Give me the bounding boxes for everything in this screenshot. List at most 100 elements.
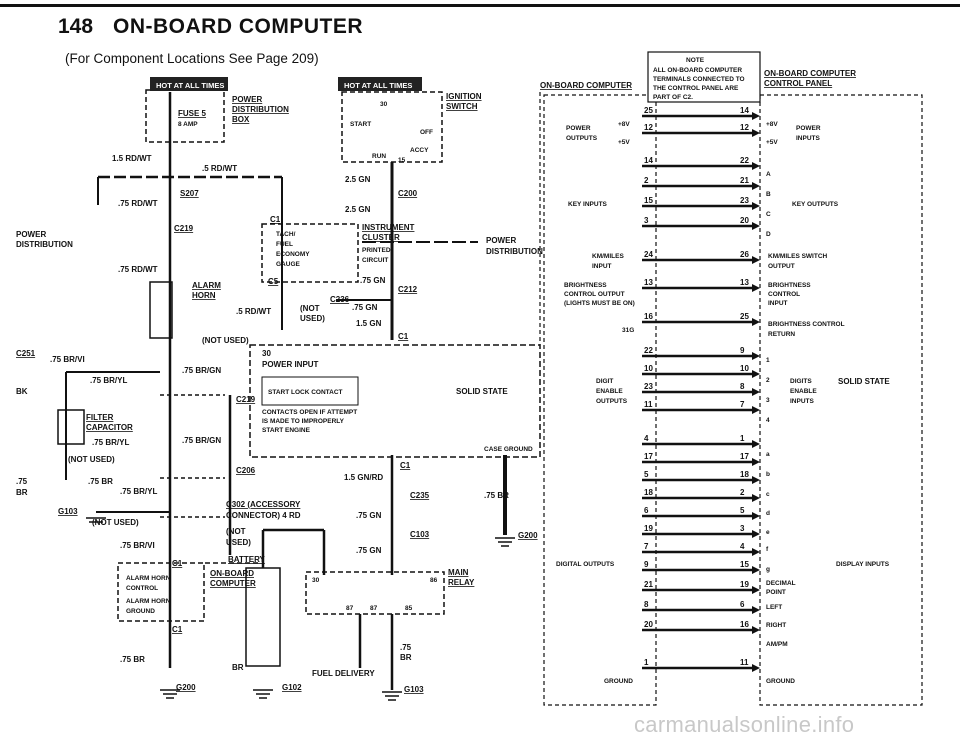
km-output-2: OUTPUT [768, 263, 795, 270]
digit-num-4: 4 [766, 417, 770, 424]
c219-label: C219 [174, 224, 194, 233]
wire-15gnrd: 1.5 GN/RD [344, 473, 383, 482]
wire-15rdwt: 1.5 RD/WT [112, 154, 152, 163]
page-subtitle: (For Component Locations See Page 209) [65, 51, 319, 66]
header-rule [0, 4, 960, 7]
note-line-1: ALL ON-BOARD COMPUTER [653, 67, 742, 74]
cluster-item-1: TACH/ [276, 231, 296, 238]
pin-left: 3 [644, 216, 649, 225]
digits-in-1: DIGITS [790, 378, 812, 385]
cluster-item-4: GAUGE [276, 261, 301, 268]
hot-label-2: HOT AT ALL TIMES [344, 81, 412, 90]
pin-right: 16 [740, 620, 749, 629]
pin-right: 18 [740, 470, 749, 479]
g103a-label: G103 [58, 507, 78, 516]
page-number: 148 [58, 15, 94, 38]
right-right-title-1: ON-BOARD COMPUTER [764, 69, 856, 78]
power-input: POWER INPUT [262, 360, 319, 369]
onboard-1: ON-BOARD [210, 569, 254, 578]
pdb-line-3: BOX [232, 115, 250, 124]
switch-start: START [350, 121, 371, 128]
c302-1: C302 (ACCESSORY [226, 500, 301, 509]
wire-75br-fd-2: BR [400, 653, 412, 662]
seg-e: e [766, 529, 770, 536]
bright-out-3: (LIGHTS MUST BE ON) [564, 300, 635, 307]
switch-run: RUN [372, 153, 386, 160]
c1-top-label: C1 [270, 215, 281, 224]
not-used-b2: USED) [300, 314, 325, 323]
br-label: BR [232, 663, 244, 672]
switch-term-15: 15 [398, 157, 406, 164]
key-letter-a: A [766, 171, 771, 178]
pin-right: 13 [740, 278, 749, 287]
km-input-1: KM/MILES [592, 253, 624, 260]
fuse-label: FUSE 5 [178, 109, 207, 118]
arrow-icon [752, 162, 760, 170]
pin-right: 10 [740, 364, 749, 373]
not-used-b: (NOT [300, 304, 320, 313]
note-line-4: PART OF C2. [653, 94, 693, 101]
arrow-icon [752, 129, 760, 137]
c302-2: CONNECTOR) 4 RD [226, 511, 301, 520]
pin-left: 18 [644, 488, 653, 497]
pd-left-2: DISTRIBUTION [16, 240, 73, 249]
wire-75rdwt-a: .75 RD/WT [118, 199, 158, 208]
alarm-box-1: ALARM HORN [126, 575, 171, 582]
arrow-icon [752, 112, 760, 120]
arrow-icon [752, 476, 760, 484]
pin-right: 4 [740, 542, 745, 551]
digit-num-2: 2 [766, 377, 770, 384]
case-ground: CASE GROUND [484, 446, 533, 453]
power-outputs-1: POWER [566, 125, 591, 132]
pd-right-1: POWER [486, 236, 516, 245]
control-panel-box [759, 94, 923, 706]
pc-line-2: CIRCUIT [362, 257, 388, 264]
terminal-30: 30 [262, 349, 271, 358]
pdb-line-2: DISTRIBUTION [232, 105, 289, 114]
pin-left: 11 [644, 400, 653, 409]
volts-8-left: +8V [618, 121, 630, 128]
fuel-delivery: FUEL DELIVERY [312, 669, 375, 678]
contacts-1: CONTACTS OPEN IF ATTEMPT [262, 409, 357, 416]
not-used-d: (NOT USED) [92, 518, 139, 527]
arrow-icon [752, 256, 760, 264]
pd-left-1: POWER [16, 230, 46, 239]
digit-num-3: 3 [766, 397, 770, 404]
pin-left: 21 [644, 580, 653, 589]
pin-right: 25 [740, 312, 749, 321]
relay-term-86: 86 [430, 577, 438, 584]
wire-75brgn-a: .75 BR/GN [182, 366, 221, 375]
onboard-computer-right-box [543, 94, 657, 706]
switch-accy: ACCY [410, 147, 429, 154]
pdb-line-1: POWER [232, 95, 262, 104]
seg-f: f [766, 546, 769, 553]
c219b-label: C219 [236, 395, 256, 404]
arrow-icon [752, 566, 760, 574]
pin-right: 6 [740, 600, 745, 609]
arrow-icon [752, 512, 760, 520]
disp-point: POINT [766, 589, 786, 596]
c103-label: C103 [410, 530, 430, 539]
c1-mid: C1 [400, 461, 411, 470]
digits-in-2: ENABLE [790, 388, 817, 395]
pin-right: 26 [740, 250, 749, 259]
wire-25gn-a: 2.5 GN [345, 175, 371, 184]
c200-label: C200 [398, 189, 418, 198]
right-labels: NOTE ALL ON-BOARD COMPUTER TERMINALS CON… [540, 57, 890, 685]
bright-out-1: BRIGHTNESS [564, 282, 607, 289]
digit-out-2: ENABLE [596, 388, 623, 395]
pin-left: 24 [644, 250, 653, 259]
arrow-icon [752, 458, 760, 466]
arrow-icon [752, 548, 760, 556]
c5-label: C5 [268, 277, 279, 286]
alarm-horn-2: HORN [192, 291, 216, 300]
arrow-icon [752, 664, 760, 672]
pin-right: 17 [740, 452, 749, 461]
volts-5-right: +5V [766, 139, 778, 146]
onboard-2: COMPUTER [210, 579, 256, 588]
wire-75brvi-a: .75 BR/VI [50, 355, 85, 364]
c251-label: C251 [16, 349, 36, 358]
watermark: carmanualsonline.info [634, 712, 855, 737]
wire-15gn: 1.5 GN [356, 319, 382, 328]
